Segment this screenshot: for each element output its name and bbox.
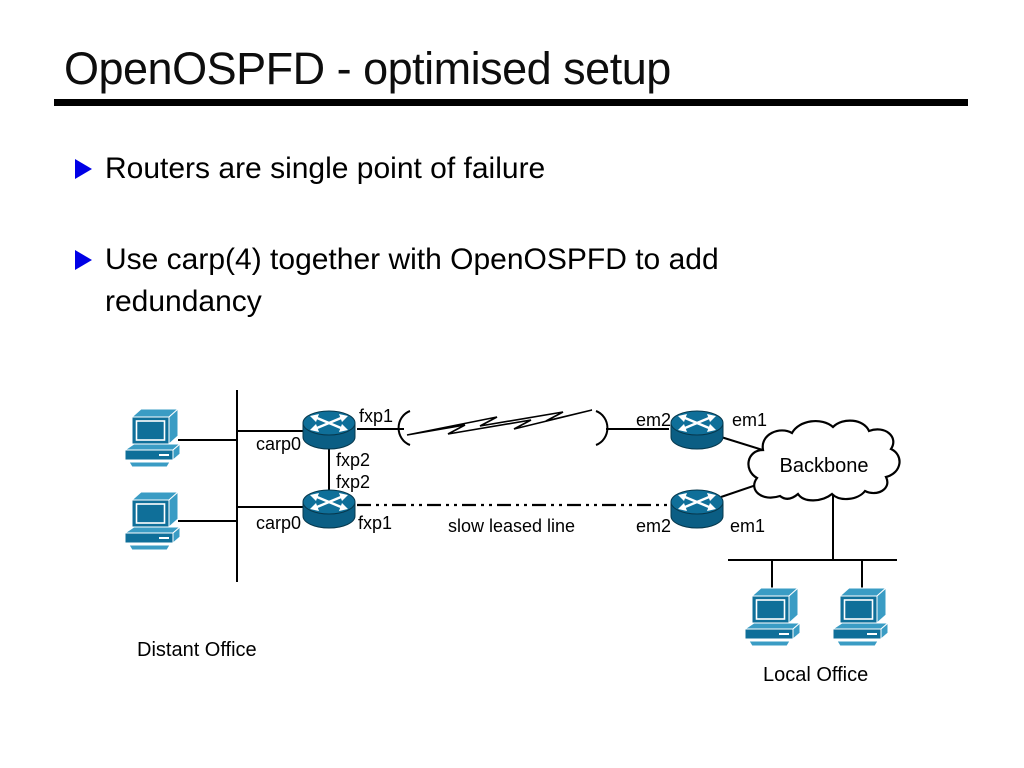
label-carp0-bottom: carp0 <box>256 513 301 533</box>
bullet-triangle-icon <box>75 159 92 179</box>
workstation-icon <box>832 587 889 647</box>
label-em1-top: em1 <box>732 410 767 430</box>
bullet-text: Routers are single point of failure <box>105 152 546 185</box>
workstation-icon <box>124 408 181 468</box>
workstation-icon <box>744 587 801 647</box>
wan-break-arc-left <box>397 410 411 446</box>
label-distant-office: Distant Office <box>137 639 257 661</box>
label-local-office: Local Office <box>763 664 868 686</box>
lightning-bolt-icon <box>406 409 593 436</box>
router-icon <box>301 409 357 451</box>
bullet-item-2: Use carp(4) together with OpenOSPFD to a… <box>75 239 875 323</box>
bullet-text: Use carp(4) together with OpenOSPFD to a… <box>105 243 719 318</box>
router-icon <box>669 488 725 530</box>
wan-break-arc-right <box>595 410 609 446</box>
label-carp0-top: carp0 <box>256 434 301 454</box>
backbone-cloud <box>747 419 901 502</box>
label-em1-bottom: em1 <box>730 516 765 536</box>
label-em2-top: em2 <box>636 410 671 430</box>
label-fxp1-bottom: fxp1 <box>358 513 392 533</box>
router-icon <box>669 409 725 451</box>
router-icon <box>301 488 357 530</box>
label-fxp1-top: fxp1 <box>359 406 393 426</box>
title-underline <box>54 99 968 106</box>
label-fxp2-lower: fxp2 <box>336 472 370 492</box>
label-backbone: Backbone <box>780 455 869 477</box>
label-fxp2-upper: fxp2 <box>336 450 370 470</box>
label-em2-bottom: em2 <box>636 516 671 536</box>
bullet-triangle-icon <box>75 250 92 270</box>
bullet-item-1: Routers are single point of failure <box>75 148 875 190</box>
label-slow-leased-line: slow leased line <box>448 516 575 536</box>
slide-title: OpenOSPFD - optimised setup <box>64 43 671 94</box>
workstation-icon <box>124 491 181 551</box>
